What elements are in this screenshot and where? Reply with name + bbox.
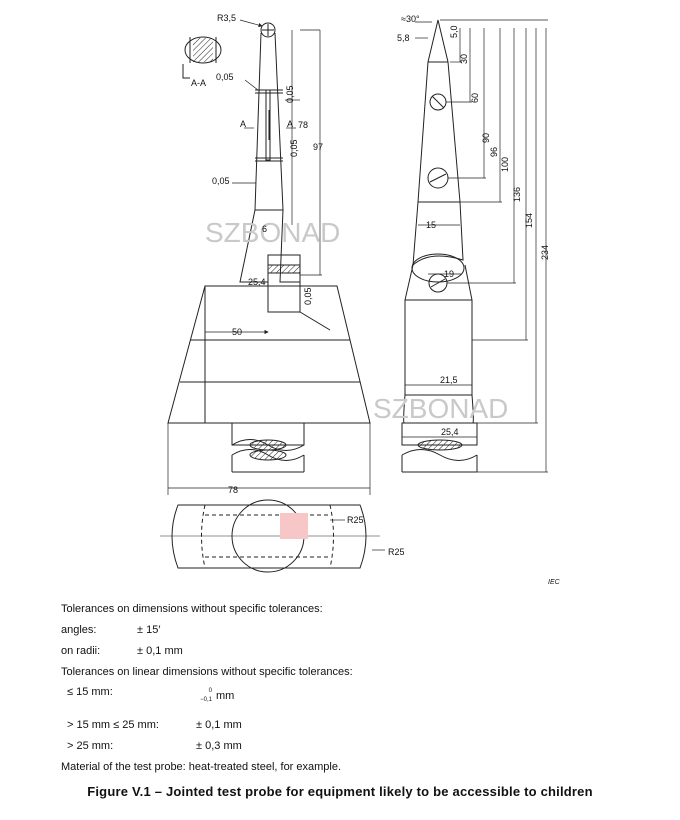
linear-tolerance-heading: Tolerances on linear dimensions without …: [61, 666, 353, 678]
dim-5-8-label: 5,8: [397, 33, 410, 43]
tolerance-heading: Tolerances on dimensions without specifi…: [61, 603, 323, 615]
dim-96-label: 96: [489, 147, 499, 157]
watermark-left: SZBONAD: [205, 217, 340, 248]
iec-source-label: IEC: [548, 579, 561, 586]
dim-90-label: 90: [481, 133, 491, 143]
row1-unit: mm: [216, 690, 235, 702]
dim-21-5-label: 21,5: [440, 375, 458, 385]
right-dimension-lines: [402, 19, 548, 473]
dim-5-0-label: 5,0: [449, 25, 459, 38]
dim-50-label: 50: [232, 327, 242, 337]
gap-label-2: 0,05: [285, 85, 295, 103]
watermark-right: SZBONAD: [373, 393, 508, 424]
radius-tip-label: R3,5: [217, 13, 236, 23]
angle-label: ≈30°: [401, 14, 420, 24]
dim-78-bottom-label: 78: [228, 485, 238, 495]
dim-154-label: 154: [524, 213, 534, 228]
material-note: Material of the test probe: heat-treated…: [61, 761, 342, 773]
dim-100-label: 100: [500, 157, 510, 172]
gap-label-5: 0,05: [303, 287, 313, 305]
test-probe-drawing: SZBONAD SZBONAD R3,5 A-A 0,05 0,05 0,05 …: [160, 13, 561, 586]
probe-finger-side: [403, 19, 474, 424]
left-dimension-lines: [167, 19, 385, 551]
probe-neck-front: [231, 422, 305, 473]
dim-234-label: 234: [540, 245, 550, 260]
dim-136-label: 136: [512, 187, 522, 202]
section-mark-right: A: [287, 119, 293, 129]
angles-value: ± 15′: [137, 624, 161, 636]
dim-30-label: 30: [459, 54, 469, 64]
row3-value: ± 0,3 mm: [196, 740, 242, 752]
row2-value: ± 0,1 mm: [196, 719, 242, 731]
angles-label: angles:: [61, 624, 97, 636]
radii-label: on radii:: [61, 645, 101, 657]
gap-label-4: 0,05: [212, 176, 230, 186]
dim-19-label: 19: [444, 269, 454, 279]
dim-15-label: 15: [426, 220, 436, 230]
row2-label: > 15 mm ≤ 25 mm:: [67, 719, 159, 731]
radii-value: ± 0,1 mm: [137, 645, 183, 657]
dim-78-label: 78: [298, 120, 308, 130]
section-a-a-view: [182, 36, 222, 79]
dim-25-4-side-label: 25,4: [441, 427, 459, 437]
section-label: A-A: [191, 78, 206, 88]
dim-60-label: 60: [470, 93, 480, 103]
probe-plan-view: [160, 499, 380, 573]
section-mark-left: A: [240, 119, 246, 129]
row3-label: > 25 mm:: [67, 740, 114, 752]
row1-label: ≤ 15 mm:: [67, 686, 113, 698]
probe-neck-side: [401, 422, 478, 473]
dim-97-label: 97: [313, 142, 323, 152]
gap-label-1: 0,05: [216, 72, 234, 82]
r25-label-b: R25: [388, 547, 405, 557]
probe-finger-front: [239, 22, 301, 313]
r25-label-a: R25: [347, 515, 364, 525]
figure-caption: Figure V.1 – Jointed test probe for equi…: [87, 784, 593, 799]
row1-upper-tolerance: 0: [208, 688, 212, 694]
dim-25-4-label: 25,4: [248, 277, 266, 287]
probe-handle-front: [167, 285, 371, 424]
dim-6-label: 6: [262, 224, 267, 234]
gap-label-3: 0,05: [289, 139, 299, 157]
row1-lower-tolerance: −0,1: [200, 697, 212, 703]
